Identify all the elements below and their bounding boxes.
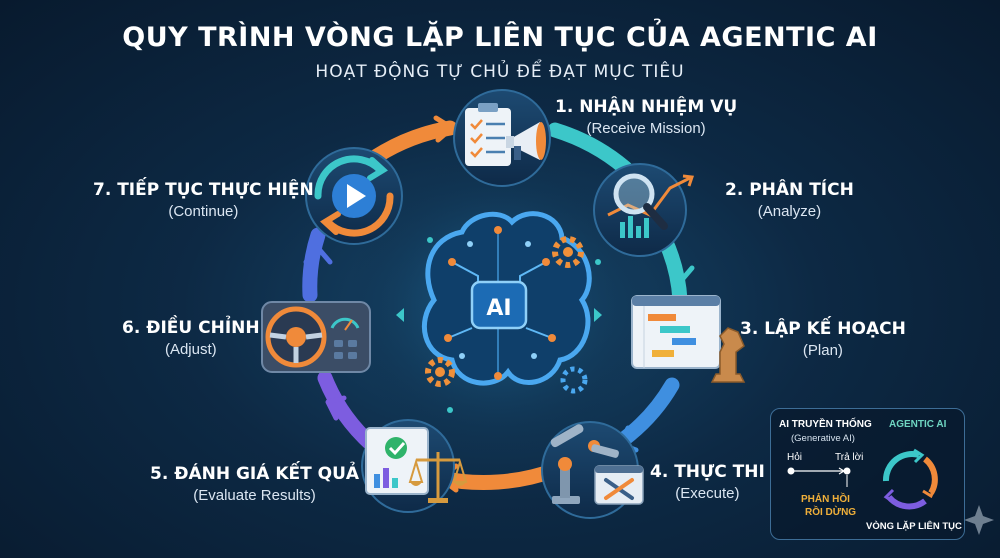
gear-hub <box>435 367 445 377</box>
step-7-label: 7. TIẾP TỤC THỰC HIỆN (Continue) <box>93 180 314 220</box>
play-refresh-icon <box>305 147 403 245</box>
comparison-graphics <box>787 448 938 510</box>
question-label: Hỏi <box>787 452 803 463</box>
answer-label: Trả lời <box>835 452 864 463</box>
feedback-line-1: PHẢN HỒI <box>801 494 850 505</box>
step-7-title: 7. TIẾP TỤC THỰC HIỆN <box>93 180 314 200</box>
feedback-line-2: RỒI DỪNG <box>805 507 857 518</box>
sparkle-dot <box>595 259 601 265</box>
clipboard-megaphone-icon <box>453 89 551 187</box>
sparkle-star-icon <box>964 505 994 535</box>
step-4-subtitle: (Execute) <box>675 485 740 502</box>
traditional-ai-title: AI TRUYỀN THỐNG <box>779 419 872 430</box>
step-4-title: 4. THỰC THI <box>650 462 765 482</box>
traditional-ai-subtitle: (Generative AI) <box>791 433 855 444</box>
continuous-loop-label: VÒNG LẶP LIÊN TỤC <box>866 521 962 532</box>
gear-icon <box>560 366 588 394</box>
step-6-title: 6. ĐIỀU CHỈNH <box>122 318 260 338</box>
step-2-subtitle: (Analyze) <box>757 203 822 220</box>
step-3-label: 3. LẬP KẾ HOẠCH (Plan) <box>740 319 906 359</box>
gear-icon <box>425 236 584 387</box>
sparkle-dot <box>447 407 453 413</box>
step-5-subtitle: (Evaluate Results) <box>193 487 316 504</box>
inner-arrow-icon <box>594 308 602 322</box>
step-6-label: 6. ĐIỀU CHỈNH (Adjust) <box>122 318 260 358</box>
step-3-title: 3. LẬP KẾ HOẠCH <box>740 319 906 339</box>
page-subtitle: HOẠT ĐỘNG TỰ CHỦ ĐỂ ĐẠT MỤC TIÊU <box>315 62 685 82</box>
step-5-title: 5. ĐÁNH GIÁ KẾT QUẢ <box>150 464 360 484</box>
step-2-label: 2. PHÂN TÍCH (Analyze) <box>725 180 854 220</box>
page-title: QUY TRÌNH VÒNG LẶP LIÊN TỤC CỦA AGENTIC … <box>122 22 878 53</box>
ai-chip-label: AI <box>486 296 511 321</box>
step-1-subtitle: (Receive Mission) <box>586 120 706 137</box>
step-3-subtitle: (Plan) <box>802 342 843 359</box>
ai-chip <box>470 280 528 330</box>
step-2-title: 2. PHÂN TÍCH <box>725 180 854 200</box>
checklist-scale-icon <box>361 419 468 513</box>
inner-arrow-icon <box>396 308 404 322</box>
gantt-chess-icon <box>631 295 746 383</box>
steering-wheel-icon <box>261 301 371 373</box>
comparison-panel: AI TRUYỀN THỐNG (Generative AI) AGENTIC … <box>770 408 965 540</box>
sparkle-dot <box>427 237 433 243</box>
step-1-label: 1. NHẬN NHIỆM VỤ (Receive Mission) <box>555 97 737 137</box>
step-1-title: 1. NHẬN NHIỆM VỤ <box>555 97 738 117</box>
magnifier-chart-icon <box>593 163 695 257</box>
gear-hub <box>563 247 573 257</box>
step-7-subtitle: (Continue) <box>168 203 239 220</box>
step-5-label: 5. ĐÁNH GIÁ KẾT QUẢ (Evaluate Results) <box>150 464 359 504</box>
robot-arm-tools-icon <box>541 421 644 519</box>
step-6-subtitle: (Adjust) <box>164 341 217 358</box>
step-4-label: 4. THỰC THI (Execute) <box>650 462 765 502</box>
agentic-ai-title: AGENTIC AI <box>889 419 947 430</box>
